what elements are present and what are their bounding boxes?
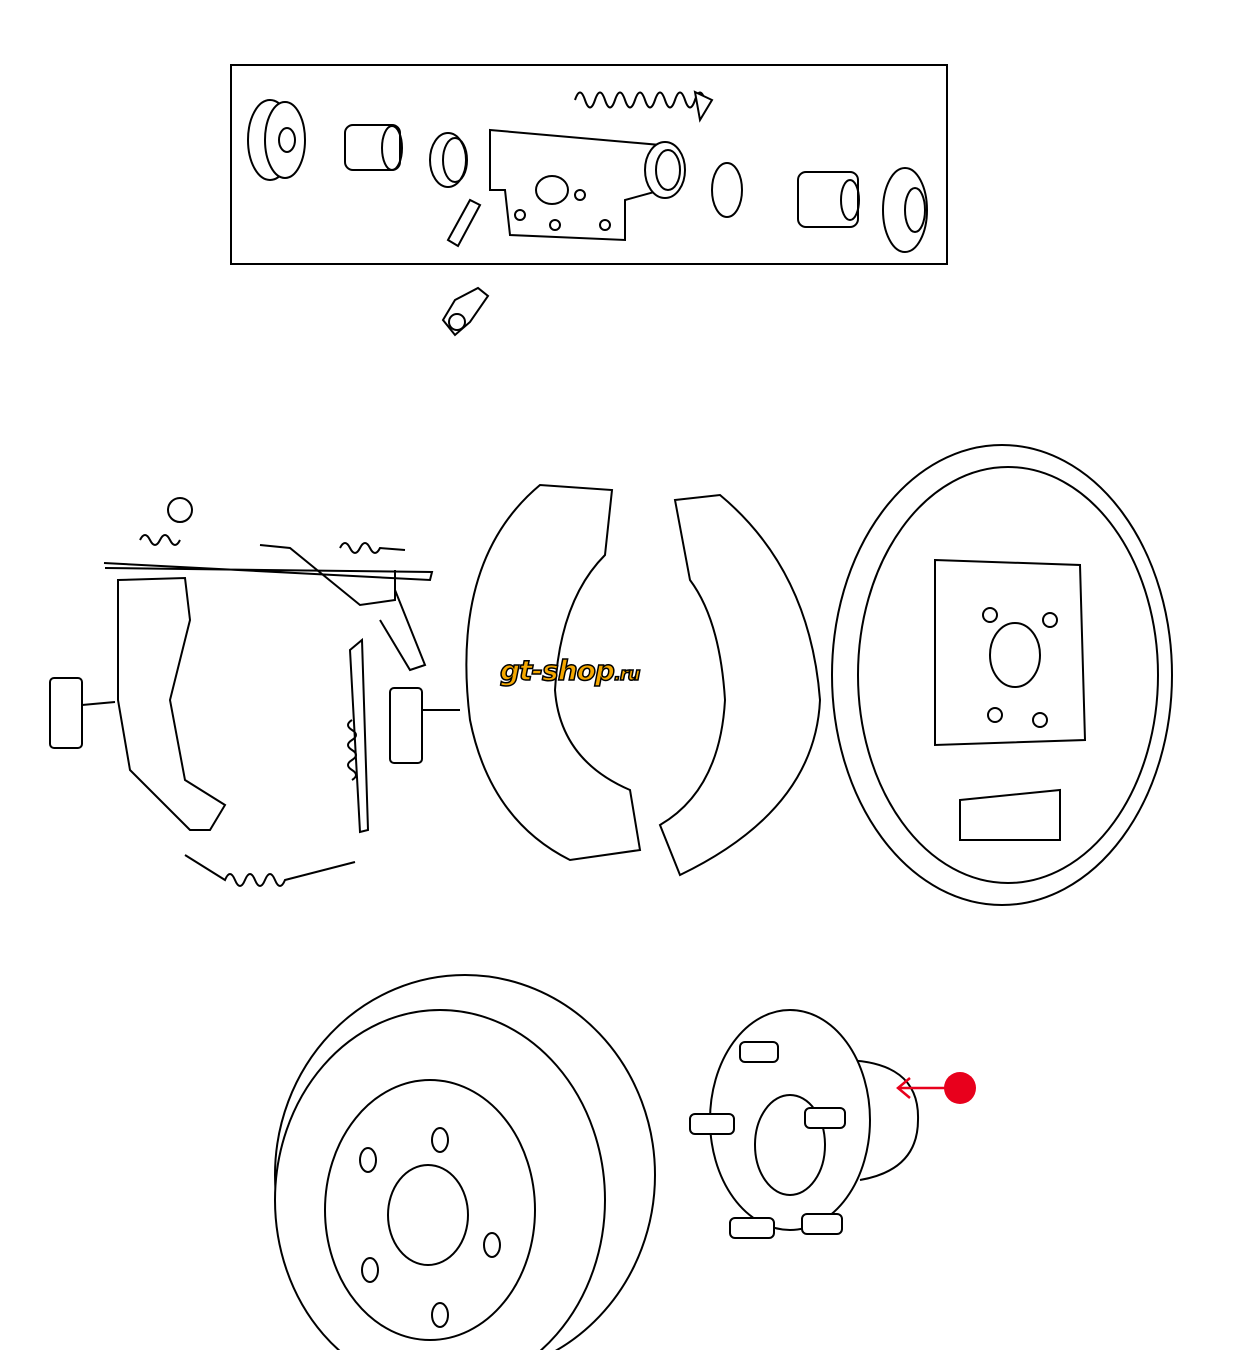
- piston-left: [344, 124, 403, 171]
- wheel-stud: [689, 1113, 735, 1135]
- wheel-stud: [804, 1107, 846, 1129]
- backing-plate: [831, 444, 1173, 906]
- wheel-cylinder-kit: [230, 64, 948, 265]
- dust-boot-left: [247, 99, 306, 181]
- spring: [574, 90, 714, 123]
- piston-right: [797, 171, 860, 228]
- watermark-logo: gt-shop.ru: [499, 653, 641, 688]
- bleeder-screw: [446, 198, 482, 248]
- callout-marker: [944, 1072, 976, 1104]
- callout-arrow: [896, 1072, 976, 1104]
- wheel-hub: [689, 1009, 920, 1239]
- cup-seal-left: [429, 132, 468, 188]
- brake-shoe-right: [658, 493, 822, 877]
- brake-shoe-left: [465, 483, 642, 862]
- mounting-bolt: [441, 286, 490, 337]
- cylinder-body: [489, 128, 686, 242]
- wheel-stud: [801, 1213, 843, 1235]
- brake-drum: [274, 974, 656, 1350]
- cup-seal-right: [711, 162, 743, 218]
- wheel-stud: [729, 1217, 775, 1239]
- parking-brake-lever-hardware: [49, 497, 460, 887]
- dust-boot-right: [882, 167, 928, 253]
- wheel-stud: [739, 1041, 779, 1063]
